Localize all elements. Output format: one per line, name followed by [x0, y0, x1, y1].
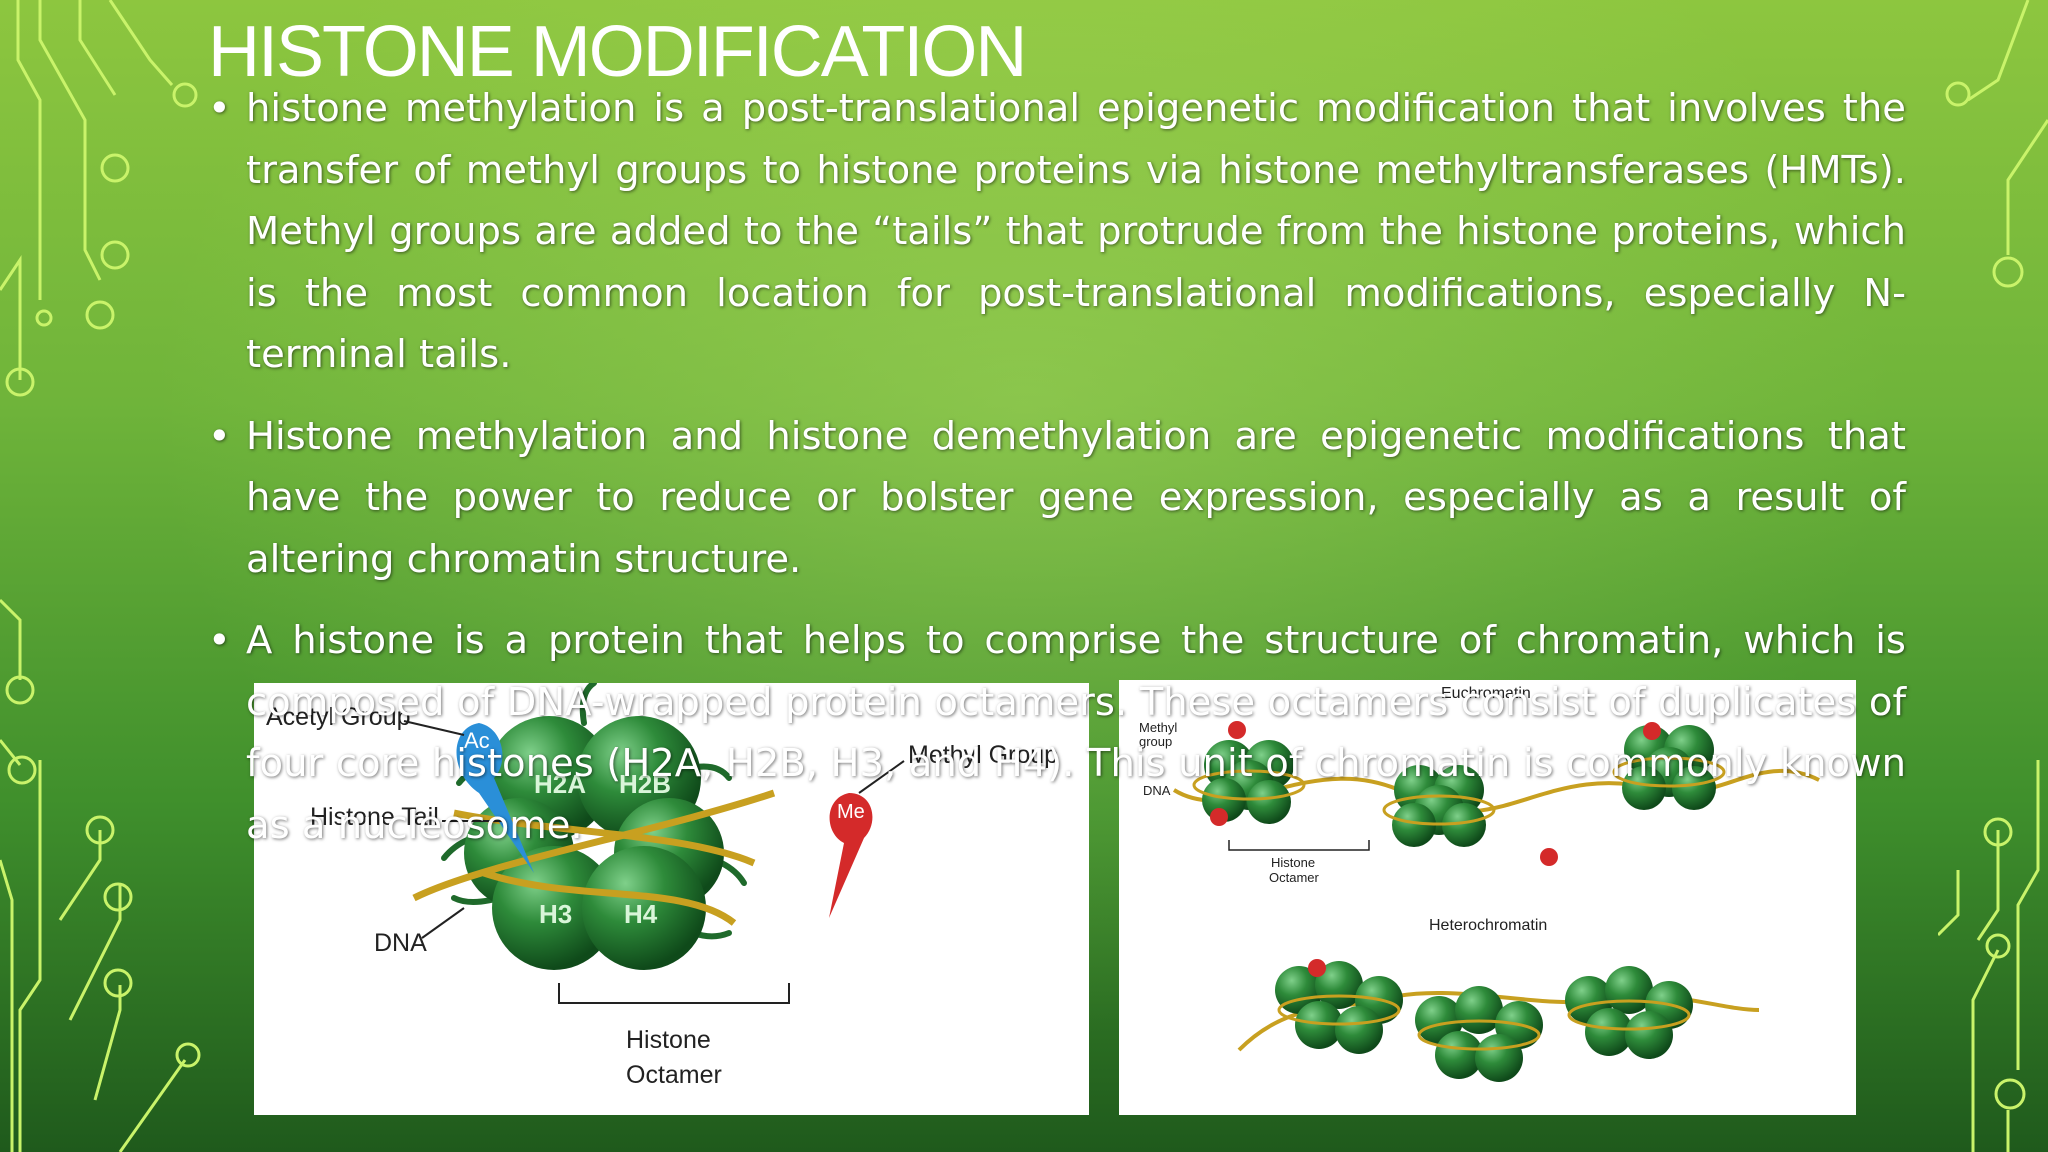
- nucleosome-diagram: H2A H2B H3 H4 Ac Me Acetyl Group Histone…: [266, 683, 1058, 1089]
- bullet-text: A histone is a protein that helps to com…: [246, 618, 1906, 848]
- bullet-list: • histone methylation is a post-translat…: [208, 78, 1906, 876]
- me-label: Me: [837, 801, 865, 823]
- heterochromatin-label: Heterochromatin: [1429, 917, 1547, 934]
- histone-octamer-spheres: [464, 716, 724, 970]
- ac-label: Ac: [464, 728, 490, 753]
- h3-label: H3: [539, 899, 572, 929]
- octamer-label-line2: Octamer: [626, 1061, 722, 1089]
- heterochromatin-nucleosomes: [1237, 959, 1760, 1082]
- bullet-text: Histone methylation and histone demethyl…: [246, 413, 1906, 582]
- octamer-label-line1: Histone: [626, 1026, 711, 1054]
- h2b-label: H2B: [619, 769, 671, 799]
- acetyl-group-icon: [456, 723, 534, 873]
- chromatin-diagram: Euchromatin Methyl group DNA: [1139, 685, 1820, 1082]
- euchromatin-label: Euchromatin: [1441, 685, 1531, 702]
- euchromatin-octamer-line2: Octamer: [1269, 870, 1320, 885]
- dna-label: DNA: [1143, 783, 1171, 798]
- right-circuit-decoration: [1938, 0, 2048, 1152]
- euchromatin-octamer-line1: Histone: [1271, 855, 1315, 870]
- methyl-group-label-line2: group: [1139, 734, 1172, 749]
- h2a-label: H2A: [534, 769, 586, 799]
- histone-tail-label: Histone Tail: [310, 803, 439, 831]
- bullet-dot: •: [208, 413, 231, 459]
- nucleosome-figure: H2A H2B H3 H4 Ac Me Acetyl Group Histone…: [254, 683, 1089, 1115]
- methyl-group-icon: [829, 793, 873, 918]
- h4-label: H4: [624, 899, 658, 929]
- bullet-item: • Histone methylation and histone demeth…: [208, 406, 1906, 591]
- methyl-group-label: Methyl Group: [908, 741, 1058, 769]
- euchromatin-nucleosomes: [1172, 721, 1820, 866]
- left-circuit-decoration: [0, 0, 201, 1152]
- bullet-item: • A histone is a protein that helps to c…: [208, 610, 1906, 856]
- acetyl-group-label: Acetyl Group: [266, 703, 411, 731]
- bullet-item: • histone methylation is a post-translat…: [208, 78, 1906, 386]
- chromatin-figure: Euchromatin Methyl group DNA: [1119, 680, 1856, 1115]
- slide-title: HISTONE MODIFICATION: [208, 12, 1027, 92]
- dna-strand: [412, 789, 776, 926]
- methyl-group-label-line1: Methyl: [1139, 720, 1177, 735]
- bullet-text: histone methylation is a post-translatio…: [246, 86, 1906, 377]
- dna-label: DNA: [374, 929, 427, 957]
- bullet-dot: •: [208, 86, 231, 131]
- bullet-dot: •: [208, 618, 231, 663]
